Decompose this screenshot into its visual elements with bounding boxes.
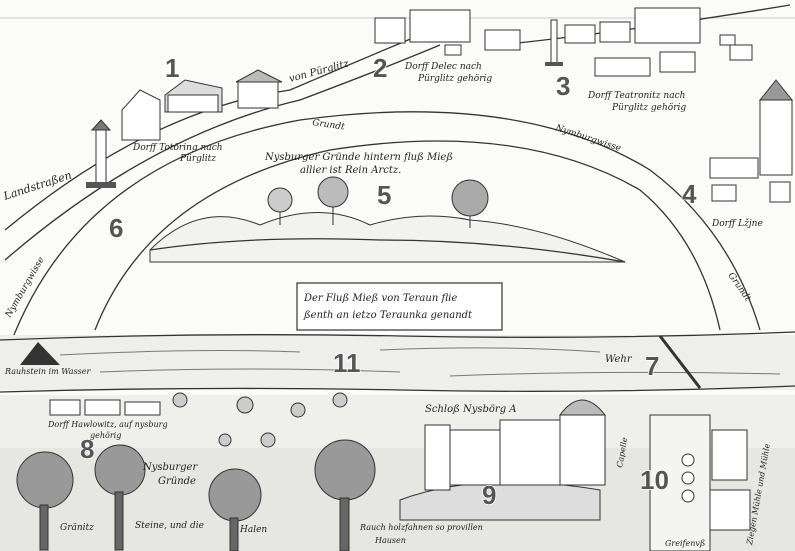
- label-grund-top: Grundt: [312, 118, 346, 132]
- marker-9: 9: [482, 480, 496, 510]
- village-3-houses: [564, 7, 753, 77]
- mill-building: [649, 414, 751, 551]
- arc-road-outer: [9, 111, 761, 346]
- label-bottom-2: Steine, und die: [135, 521, 204, 531]
- label-dorf-2: Dorff Delec nach: [404, 62, 482, 72]
- label-caption-2: ßenth an ietzo Teraunka genandt: [303, 310, 473, 321]
- marker-3: 3: [556, 71, 570, 101]
- arc-road-inner: [94, 140, 721, 331]
- meadow-hills: [149, 212, 626, 263]
- label-schloss: Schloß Nysbörg A: [425, 404, 517, 415]
- label-dorf-1b: Pürglitz: [179, 154, 216, 164]
- label-wehr: Wehr: [605, 354, 633, 365]
- castle-nysburg: [399, 399, 607, 521]
- river-mies: [0, 331, 795, 393]
- label-bottom-3: Halen: [239, 525, 267, 535]
- marker-4: 4: [682, 179, 697, 209]
- label-bottom-5: Hausen: [374, 536, 406, 545]
- caption-box: [296, 282, 503, 331]
- village-8-houses: [49, 399, 161, 416]
- label-grund-8a: Nysburger: [142, 462, 198, 473]
- village-8-trees: [172, 392, 348, 448]
- marker-1: 1: [165, 53, 179, 83]
- large-trees-bottom: [16, 439, 376, 551]
- label-dorf-3b: Pürglitz gehörig: [611, 103, 686, 113]
- label-dorf-1: Dorff Totöring nach: [132, 143, 223, 153]
- tower-pillar-top: [545, 19, 563, 66]
- village-1-houses: [121, 69, 283, 141]
- label-dorf-4: Dorff Lžjne: [711, 218, 763, 229]
- label-grund-8b: Gründe: [158, 476, 196, 487]
- marker-8: 8: [80, 434, 94, 464]
- marker-6: 6: [109, 213, 123, 243]
- label-caption-1: Der Fluß Mieß von Teraun flie: [303, 293, 457, 304]
- village-4-houses: [709, 79, 794, 203]
- meadow-trees: [267, 176, 489, 228]
- village-2-houses: [374, 9, 521, 56]
- label-bottom-6: Greifenvß: [665, 539, 705, 548]
- marker-5: 5: [377, 180, 391, 210]
- label-bottom-1: Gränitz: [60, 523, 94, 533]
- label-dorf-8b: gehörig: [90, 431, 121, 440]
- tower-pillar-left: [86, 119, 116, 188]
- marker-2: 2: [373, 53, 387, 83]
- label-meadow-1: Nysburger Gründe hintern fluß Mieß: [264, 152, 453, 163]
- label-dorf-8: Dorff Hawlowitz, auf nysburg: [47, 420, 168, 429]
- label-dorf-3: Dorff Teatronitz nach: [587, 91, 685, 101]
- marker-10: 10: [640, 465, 669, 495]
- label-stein: Rauhstein im Wasser: [4, 367, 92, 376]
- label-dorf-2b: Pürglitz gehörig: [417, 74, 492, 84]
- label-meadow-2: allier ist Rein Arctz.: [300, 165, 401, 176]
- marker-11: 11: [333, 348, 361, 378]
- marker-7: 7: [645, 351, 659, 381]
- label-bottom-4: Rauch holzfahnen so provillen: [359, 523, 483, 532]
